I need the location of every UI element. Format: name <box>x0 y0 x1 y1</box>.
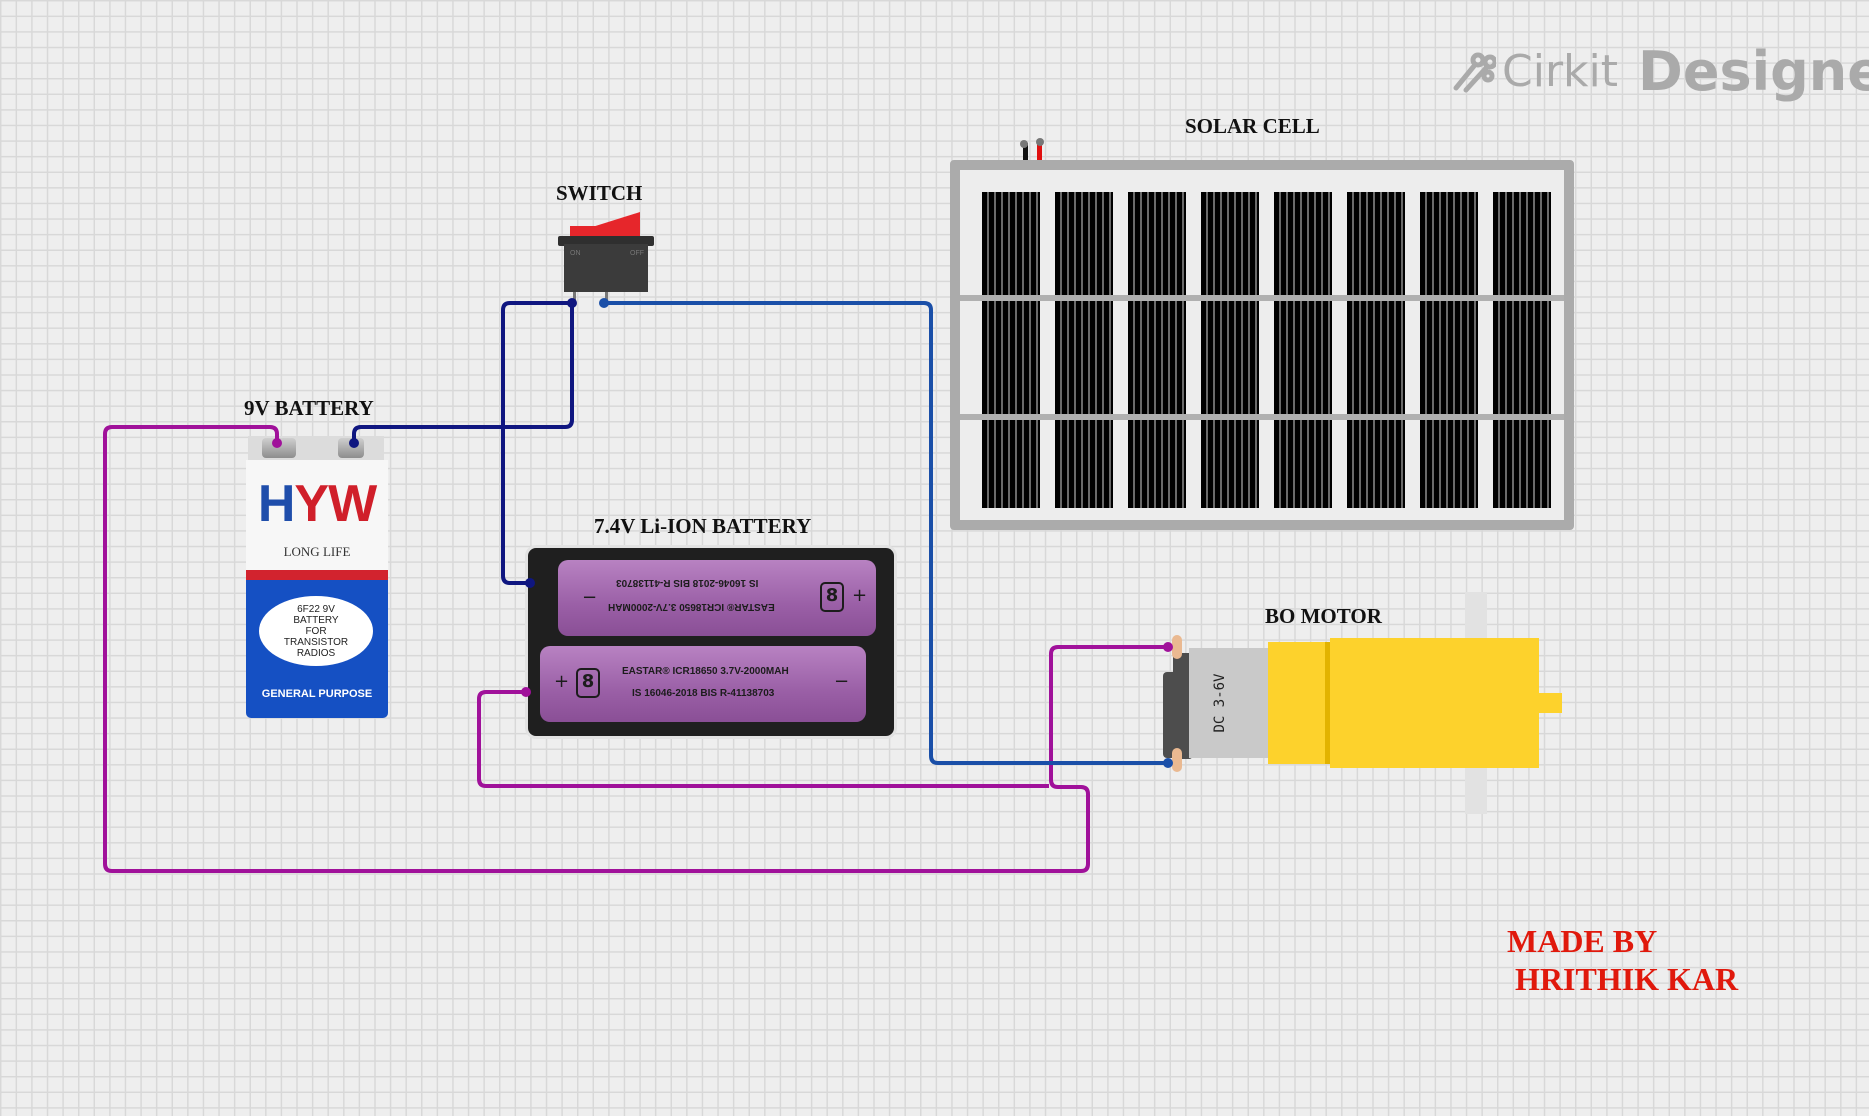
brand-name-designer: Designer <box>1638 40 1869 103</box>
motor-can <box>1189 648 1269 758</box>
cell-top-logo-icon: 8 <box>820 582 844 612</box>
battery-9v-tagline: LONG LIFE <box>283 544 351 559</box>
solar-cell-strip <box>1274 192 1332 508</box>
switch-bezel <box>558 236 654 246</box>
solar-cell-strip <box>1420 192 1478 508</box>
motor-output-shaft <box>1539 693 1562 713</box>
motor-terminal-bottom[interactable] <box>1172 748 1182 772</box>
solar-terminal-negative[interactable] <box>1020 140 1028 148</box>
li-ion-cell-bottom: + 8 EASTAR® ICR18650 3.7V-2000MAH IS 160… <box>540 646 866 722</box>
motor-rating: DC 3-6V <box>1212 673 1228 733</box>
solar-lead-black <box>1023 143 1028 161</box>
cell-top-line-1: EASTAR® ICR18650 3.7V-2000MAH <box>608 601 775 612</box>
author-credit: MADE BY HRITHIK KAR <box>1507 922 1738 998</box>
rocker-switch[interactable]: ON OFF <box>558 212 654 302</box>
battery-9v-spec-line: TRANSISTOR <box>283 637 349 648</box>
battery-9v-label: 9V BATTERY <box>244 396 374 420</box>
wire-9v-negative-to-switch[interactable] <box>352 303 574 443</box>
motor-gearbox-front <box>1268 642 1327 764</box>
battery-9v-spec-line: RADIOS <box>296 648 336 659</box>
solar-panel[interactable] <box>950 160 1574 530</box>
motor-terminal-top[interactable] <box>1172 635 1182 659</box>
solar-cell-strip <box>1128 192 1186 508</box>
cell-bottom-logo-icon: 8 <box>576 668 600 698</box>
solar-cell-strip <box>1493 192 1551 508</box>
motor-endcap-inner <box>1173 653 1193 759</box>
battery-9v-brand: HYW <box>257 475 377 533</box>
solar-busbar <box>960 295 1564 301</box>
cell-bottom-minus-sign: − <box>834 671 850 692</box>
cell-bottom-line-1: EASTAR® ICR18650 3.7V-2000MAH <box>622 666 789 677</box>
battery-9v-footer: GENERAL PURPOSE <box>261 688 373 700</box>
brand-name-cirkit: Cirkit <box>1502 46 1618 97</box>
wire-switch-to-liion[interactable] <box>501 301 572 585</box>
solar-cell-strip <box>982 192 1040 508</box>
solar-terminal-positive[interactable] <box>1036 138 1044 146</box>
battery-9v-spec-line: 6F22 9V <box>297 604 335 615</box>
cell-top-line-2: IS 16046-2018 BIS R-41138703 <box>616 577 759 588</box>
switch-pin-left <box>573 292 576 302</box>
solar-cell-strip <box>1347 192 1405 508</box>
switch-on-text: ON <box>570 250 581 257</box>
battery-9v-negative-terminal[interactable] <box>338 438 364 458</box>
credit-line-1: MADE BY <box>1507 923 1658 959</box>
li-ion-cell-top: − IS 16046-2018 BIS R-41138703 EASTAR® I… <box>558 560 876 636</box>
switch-label: SWITCH <box>556 181 643 205</box>
solar-lead-red <box>1037 143 1042 161</box>
switch-rocker-base <box>570 226 640 238</box>
li-ion-battery-label: 7.4V Li-ION BATTERY <box>594 514 812 538</box>
battery-9v-positive-terminal[interactable] <box>262 438 296 458</box>
bo-motor[interactable]: DC 3-6V <box>1150 590 1570 820</box>
battery-9v-spec-line: BATTERY <box>293 615 339 626</box>
cell-top-minus-sign: − <box>582 587 598 608</box>
circuit-traces-icon <box>1453 52 1496 92</box>
solar-cell-label: SOLAR CELL <box>1185 114 1320 138</box>
cirkit-designer-logo: Cirkit Designer <box>1452 40 1869 103</box>
bo-motor-label: BO MOTOR <box>1265 604 1382 628</box>
battery-9v-spec-line: FOR <box>305 626 327 637</box>
battery-9v-stripe <box>246 570 388 580</box>
switch-body <box>564 244 648 292</box>
cell-bottom-plus-sign: + <box>554 671 570 692</box>
motor-gearbox <box>1330 638 1539 768</box>
battery-9v-spec-oval: 6F22 9V BATTERY FOR TRANSISTOR RADIOS <box>259 596 373 666</box>
credit-line-2: HRITHIK KAR <box>1515 961 1739 997</box>
motor-gearbox-seam <box>1325 642 1330 764</box>
cell-top-plus-sign: + <box>852 585 868 606</box>
solar-cell-strip <box>1055 192 1113 508</box>
battery-9v[interactable]: HYW LONG LIFE 6F22 9V BATTERY FOR TRANSI… <box>246 436 388 718</box>
cell-bottom-line-2: IS 16046-2018 BIS R-41138703 <box>632 688 775 699</box>
solar-cell-strip <box>1201 192 1259 508</box>
solar-busbar <box>960 414 1564 420</box>
li-ion-battery-holder[interactable]: − IS 16046-2018 BIS R-41138703 EASTAR® I… <box>528 548 894 736</box>
switch-off-text: OFF <box>630 250 644 257</box>
switch-pin-right <box>605 292 608 302</box>
